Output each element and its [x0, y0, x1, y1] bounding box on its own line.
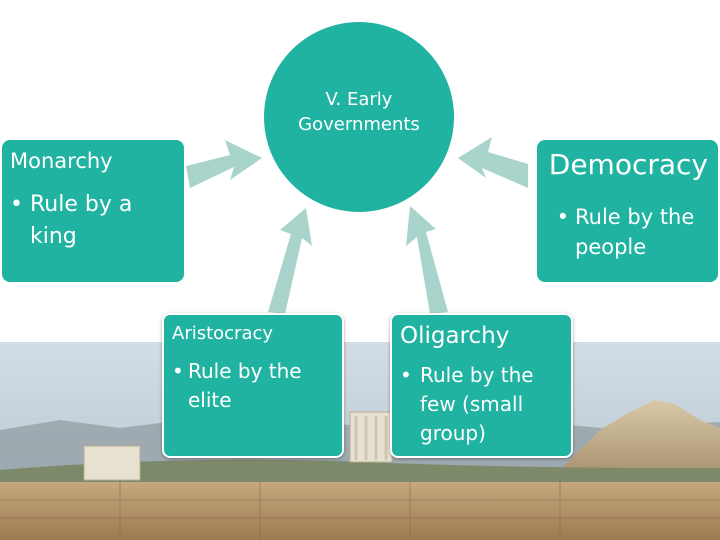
center-topic-title: V. Early Governments [298, 89, 420, 135]
node-democracy-bullet: • Rule by the people [545, 202, 710, 262]
bullet-dot: • [400, 363, 412, 387]
bullet-dot: • [172, 359, 184, 383]
bullet-dot: • [10, 192, 23, 217]
node-democracy: Democracy • Rule by the people [537, 140, 718, 282]
arrow-monarchy-to-center [186, 140, 262, 188]
node-oligarchy-title: Oligarchy [400, 323, 510, 349]
center-topic-circle: V. Early Governments [264, 22, 454, 212]
node-oligarchy: Oligarchy • Rule by the few (small group… [390, 313, 573, 458]
node-democracy-title: Democracy [548, 148, 708, 181]
arrow-aristocracy-to-center [268, 208, 312, 314]
node-aristocracy-title: Aristocracy [172, 323, 274, 344]
arrow-oligarchy-to-center [406, 206, 448, 314]
node-monarchy-bullet: • Rule by a king [10, 189, 176, 253]
node-monarchy-title: Monarchy [10, 149, 113, 173]
node-aristocracy-bullet-text: Rule by the elite [188, 359, 302, 412]
node-oligarchy-bullet: • Rule by the few (small group) [400, 361, 563, 448]
node-monarchy: Monarchy • Rule by a king [2, 140, 184, 282]
node-democracy-bullet-text: Rule by the people [575, 205, 695, 259]
bullet-dot: • [556, 205, 569, 229]
arrow-democracy-to-center [458, 137, 528, 188]
node-aristocracy: Aristocracy • Rule by the elite [162, 313, 344, 458]
node-aristocracy-bullet: • Rule by the elite [172, 357, 334, 415]
node-oligarchy-bullet-text: Rule by the few (small group) [420, 363, 534, 445]
node-monarchy-bullet-text: Rule by a king [30, 192, 133, 249]
